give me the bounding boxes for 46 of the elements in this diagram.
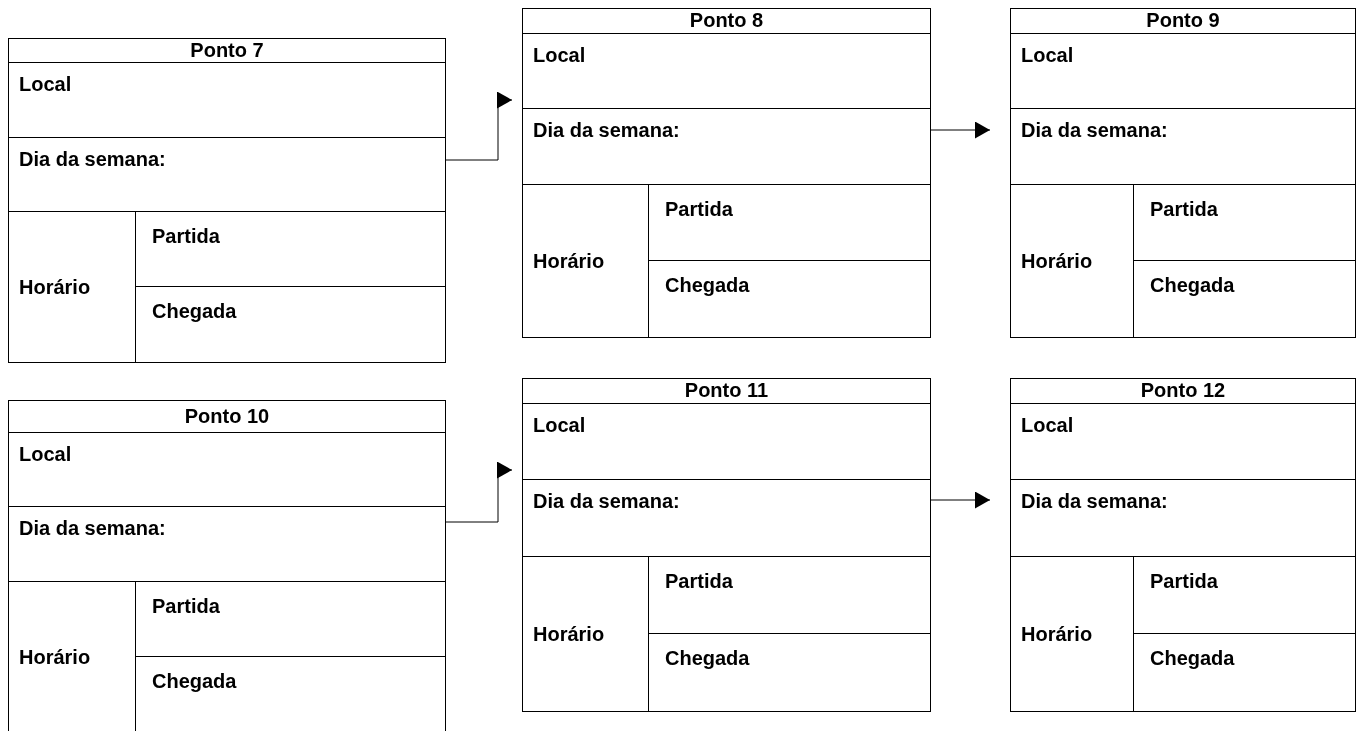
field-label: Partida <box>665 570 733 592</box>
field-label: Chegada <box>152 300 237 322</box>
schedule-card <box>522 378 931 712</box>
field-label: Partida <box>152 225 220 247</box>
field-label: Local <box>1021 43 1074 66</box>
field-label: Horário <box>533 249 605 273</box>
arrow <box>930 121 991 139</box>
field-label: Local <box>533 413 586 436</box>
schedule-card <box>1010 378 1356 712</box>
field-label: Partida <box>665 198 733 220</box>
field-label: Local <box>19 73 72 95</box>
field-label: Partida <box>152 595 220 617</box>
field-label: Chegada <box>152 670 237 692</box>
field-label: Chegada <box>1150 274 1235 296</box>
schedule-card <box>522 8 931 338</box>
field-label: Dia da semana: <box>19 147 166 170</box>
card-title: Ponto 12 <box>1140 379 1226 403</box>
field-label: Chegada <box>665 274 750 296</box>
field-label: Horário <box>19 275 91 299</box>
field-label: Local <box>1021 413 1074 436</box>
schedule-card <box>8 38 446 363</box>
card-title: Ponto 8 <box>689 9 764 33</box>
field-label: Chegada <box>1150 647 1235 669</box>
card-title: Ponto 9 <box>1146 9 1220 33</box>
field-label: Horário <box>19 645 91 669</box>
field-label: Dia da semana: <box>1021 490 1168 513</box>
field-label: Dia da semana: <box>19 517 166 540</box>
arrow <box>445 461 513 523</box>
field-label: Partida <box>1150 198 1218 220</box>
field-label: Chegada <box>665 647 750 669</box>
field-label: Horário <box>1021 249 1093 273</box>
field-label: Horário <box>533 622 605 646</box>
field-label: Dia da semana: <box>533 119 680 142</box>
arrow <box>930 491 991 509</box>
card-title: Ponto 7 <box>190 39 264 62</box>
schedule-card <box>1010 8 1356 338</box>
card-title: Ponto 11 <box>684 379 769 403</box>
field-label: Dia da semana: <box>533 490 680 513</box>
schedule-card <box>8 400 446 731</box>
field-label: Partida <box>1150 570 1218 592</box>
field-label: Local <box>19 442 72 465</box>
field-label: Local <box>533 43 586 66</box>
field-label: Horário <box>1021 622 1093 646</box>
arrow <box>445 91 513 161</box>
card-title: Ponto 10 <box>184 404 270 428</box>
field-label: Dia da semana: <box>1021 119 1168 142</box>
